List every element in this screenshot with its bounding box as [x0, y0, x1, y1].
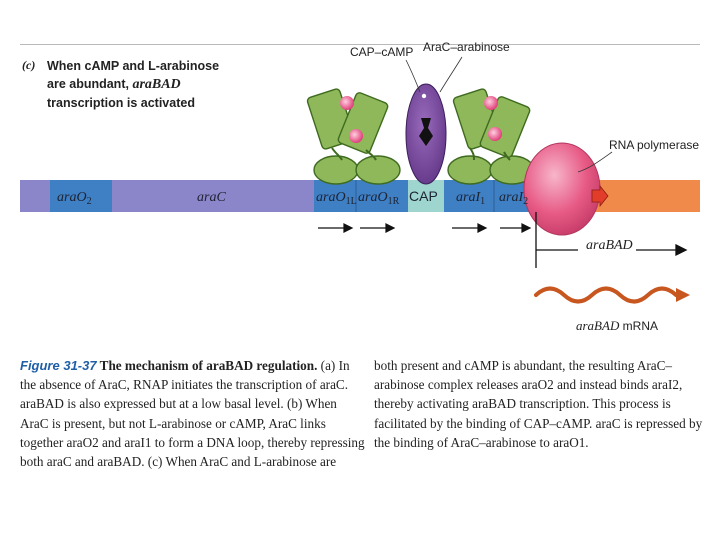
- segment-arai1-label: araI1: [456, 190, 486, 207]
- arabinose-dot-4: [488, 127, 502, 141]
- camp-mark: [419, 118, 433, 146]
- dna-segment-arao2: [50, 180, 112, 212]
- rna-polymerase-label: RNA polymerase: [609, 138, 700, 152]
- caption-right-line-0: both present and cAMP is abundant, the r…: [374, 358, 673, 373]
- arac-foot-3: [447, 155, 493, 185]
- arabinose-dot-3: [484, 96, 498, 110]
- dna-segment-arac: [112, 180, 314, 212]
- cap-camp-protein: [405, 83, 447, 185]
- dna-segment-cap: [408, 180, 444, 212]
- heading-line-3: transcription is activated: [47, 96, 195, 110]
- transcription-start-icon: [591, 184, 609, 208]
- arac-leader-line: [439, 56, 463, 93]
- cap-leader-line: [405, 59, 421, 93]
- rnap-leader-line: [577, 151, 613, 173]
- top-blank-band: [0, 0, 720, 44]
- arac-arm-3: [469, 147, 475, 161]
- arabad-label: araBAD: [586, 238, 633, 253]
- arac-foot-1: [313, 155, 359, 185]
- figure-caption-left: Figure 31-37 The mechanism of araBAD reg…: [20, 356, 365, 471]
- caption-left-line-4: together araO2 and araI1 to form a DNA l…: [20, 434, 365, 450]
- figure-caption-right: both present and cAMP is abundant, the r…: [374, 356, 704, 452]
- caption-right-line-1: arabinose complex releases araO2 and ins…: [374, 377, 683, 393]
- heading-gene: araBAD: [132, 77, 181, 92]
- dna-segment-arao1: [314, 180, 408, 212]
- top-divider: [20, 44, 700, 45]
- caption-left-line-1: the absence of AraC, RNAP initiates the …: [20, 377, 349, 393]
- panel-label: (c): [22, 58, 36, 72]
- cap-camp-label: CAP–cAMP: [350, 45, 414, 59]
- arabad-transcription-arrow: [535, 212, 688, 268]
- arac-domain-4: [479, 96, 531, 158]
- panel-heading: When cAMP and L-arabinose are abundant, …: [47, 57, 247, 112]
- segment-arao1l-label: araO1L: [316, 190, 357, 207]
- arac-arm-2: [365, 149, 377, 161]
- segment-arac-label: araC: [197, 190, 226, 205]
- caption-left-line-2: araBAD is also expressed but at a low ba…: [20, 396, 337, 412]
- caption-left-line-0: Figure 31-37 The mechanism of araBAD reg…: [20, 358, 350, 373]
- arac-arabinose-label: AraC–arabinose: [423, 40, 510, 54]
- segment-cap-label: CAP: [409, 188, 438, 204]
- mrna-arrowhead: [676, 288, 690, 302]
- segment-arao2-label: araO2: [57, 190, 92, 207]
- dna-segment-arai: [444, 180, 536, 212]
- arac-foot-2: [355, 155, 401, 185]
- arabinose-dot-1: [340, 96, 354, 110]
- arac-arm-1: [331, 147, 343, 161]
- caption-left-line-5: both araC and araBAD. (c) When AraC and …: [20, 454, 337, 470]
- operator-arrows: [318, 223, 532, 233]
- caption-right-line-2: thereby activating araBAD transcription.…: [374, 396, 671, 412]
- caption-right-line-4: the binding of AraC–arabinose to araO1.: [374, 434, 589, 450]
- caption-left-line-3: AraC is present, but not L-arabinose or …: [20, 415, 326, 431]
- segment-arao1r-label: araO1R: [358, 190, 400, 207]
- segment-arai2-label: araI2: [499, 190, 529, 207]
- arac-dimer-right: [447, 88, 535, 185]
- camp-dot: [421, 93, 427, 99]
- caption-right-line-3: facilitated by the binding of CAP–cAMP. …: [374, 415, 703, 431]
- mrna-label: araBAD mRNA: [576, 318, 659, 333]
- arac-arm-4: [503, 151, 511, 161]
- mrna-wave: [534, 286, 678, 304]
- heading-line-1: When cAMP and L-arabinose: [47, 59, 220, 73]
- dna-segment-left-edge: [20, 180, 50, 212]
- heading-line-2: are abundant,: [47, 77, 133, 91]
- arac-dimer-left: [306, 88, 401, 185]
- arabinose-dot-2: [349, 129, 363, 143]
